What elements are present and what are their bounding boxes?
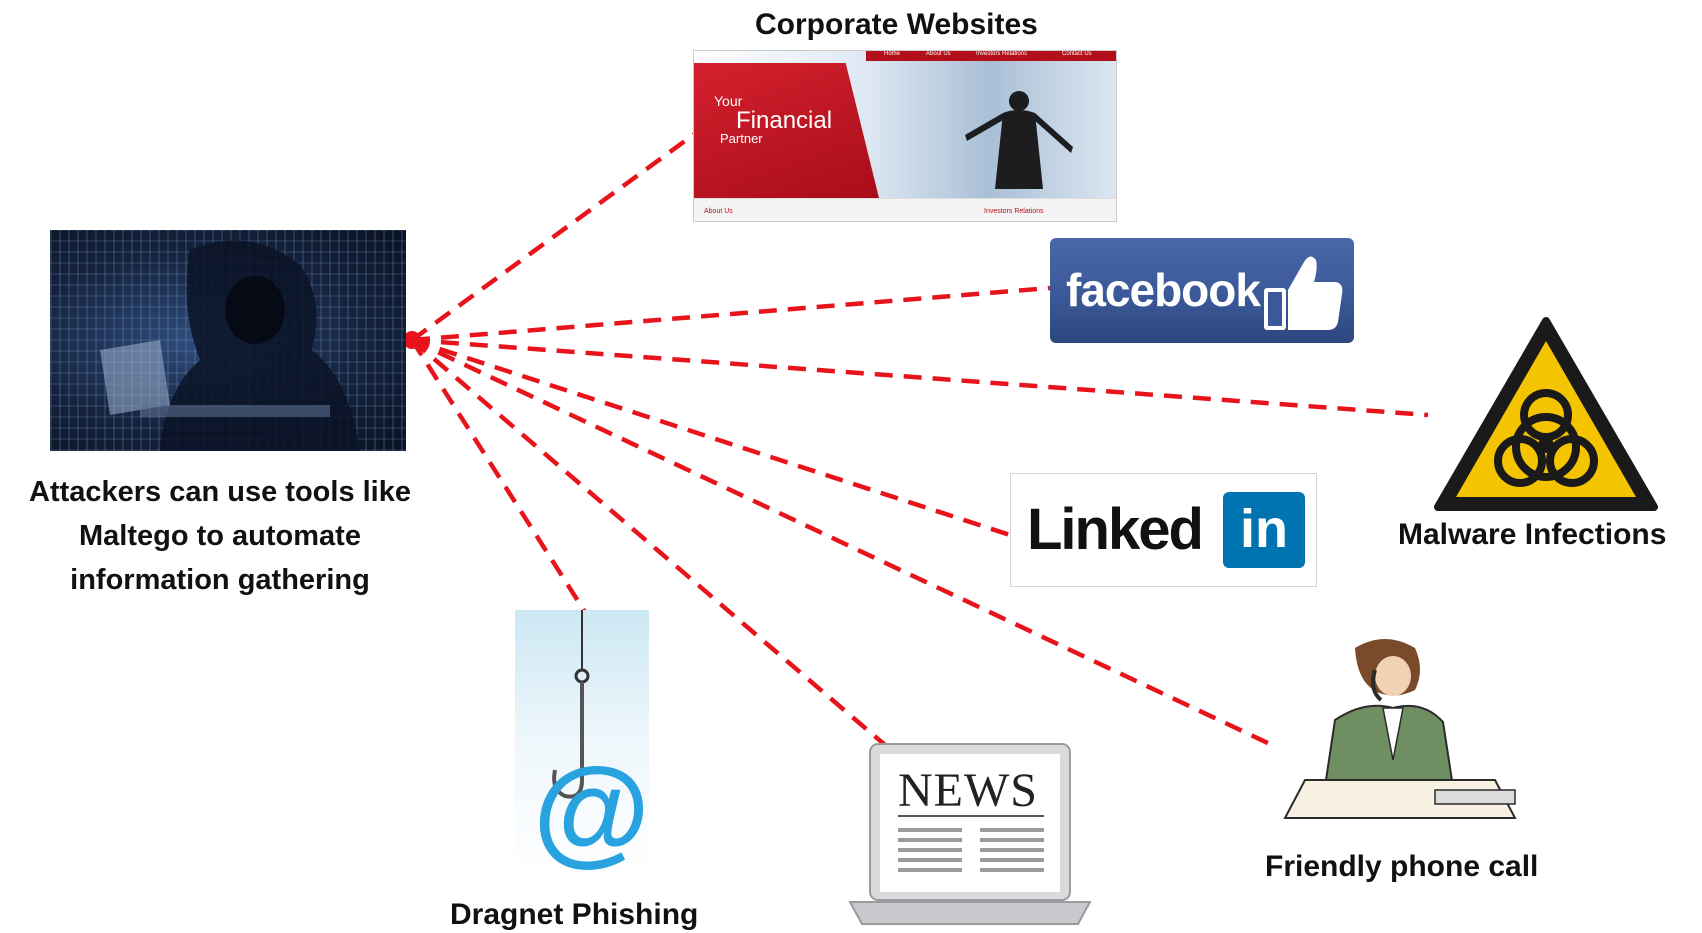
caption-attackers: Attackers can use tools like Maltego to … xyxy=(10,470,430,602)
corporate-footer xyxy=(694,198,1116,221)
corporate-nav-about: About Us xyxy=(926,51,951,57)
fishhook-at-sign-icon: @ xyxy=(515,610,651,877)
biohazard-warning-icon xyxy=(1434,317,1658,511)
hacker-image xyxy=(50,230,406,451)
caption-corporate-websites: Corporate Websites xyxy=(755,8,1038,41)
caption-friendly-call: Friendly phone call xyxy=(1265,850,1539,883)
connector-facebook xyxy=(411,285,1051,343)
corporate-nav-bar: Home About Us Investors Relations Contac… xyxy=(866,51,1116,61)
corporate-banner-partner: Partner xyxy=(720,131,763,146)
connector-malware xyxy=(411,337,1429,418)
linkedin-wordmark: Linked xyxy=(1027,497,1204,562)
corporate-footer-investors: Investors Relations xyxy=(984,208,1044,215)
linkedin-logo: Linked in xyxy=(1010,473,1317,587)
caption-attackers-line2: Maltego to automate xyxy=(79,520,361,552)
corporate-nav-home: Home xyxy=(884,51,901,57)
facebook-logo: facebook xyxy=(1050,238,1354,343)
connector-hub xyxy=(403,331,421,349)
connector-linkedin xyxy=(411,337,1011,538)
corporate-footer-about: About Us xyxy=(704,208,733,215)
thumbs-up-icon xyxy=(1264,256,1343,330)
person-on-phone-image xyxy=(1283,639,1517,819)
corporate-banner-financial: Financial xyxy=(736,107,833,134)
at-sign-icon: @ xyxy=(533,743,651,877)
connector-corporate xyxy=(410,128,702,342)
corporate-nav-investors: Investors Relations xyxy=(976,51,1028,57)
news-headline: NEWS xyxy=(898,764,1038,817)
linkedin-in-box: in xyxy=(1223,492,1305,568)
fishhook-icon xyxy=(552,610,590,799)
businessman-silhouette xyxy=(965,91,1073,189)
connector-phishing xyxy=(410,338,587,614)
corporate-red-banner xyxy=(694,63,879,198)
corporate-banner-your: Your xyxy=(714,93,743,109)
corporate-nav-contact: Contact Us xyxy=(1062,51,1092,57)
caption-attackers-line3: information gathering xyxy=(70,564,370,596)
connector-phone xyxy=(411,337,1273,748)
caption-malware: Malware Infections xyxy=(1398,518,1667,551)
connector-news xyxy=(410,338,887,747)
hooded-figure-icon xyxy=(100,240,360,451)
facebook-wordmark: facebook xyxy=(1066,264,1261,316)
news-laptop-icon xyxy=(848,743,1092,925)
corporate-website-image: Home About Us Investors Relations Contac… xyxy=(693,50,1117,222)
caption-dragnet: Dragnet Phishing xyxy=(450,898,699,931)
caption-attackers-line1: Attackers can use tools like xyxy=(29,476,411,508)
